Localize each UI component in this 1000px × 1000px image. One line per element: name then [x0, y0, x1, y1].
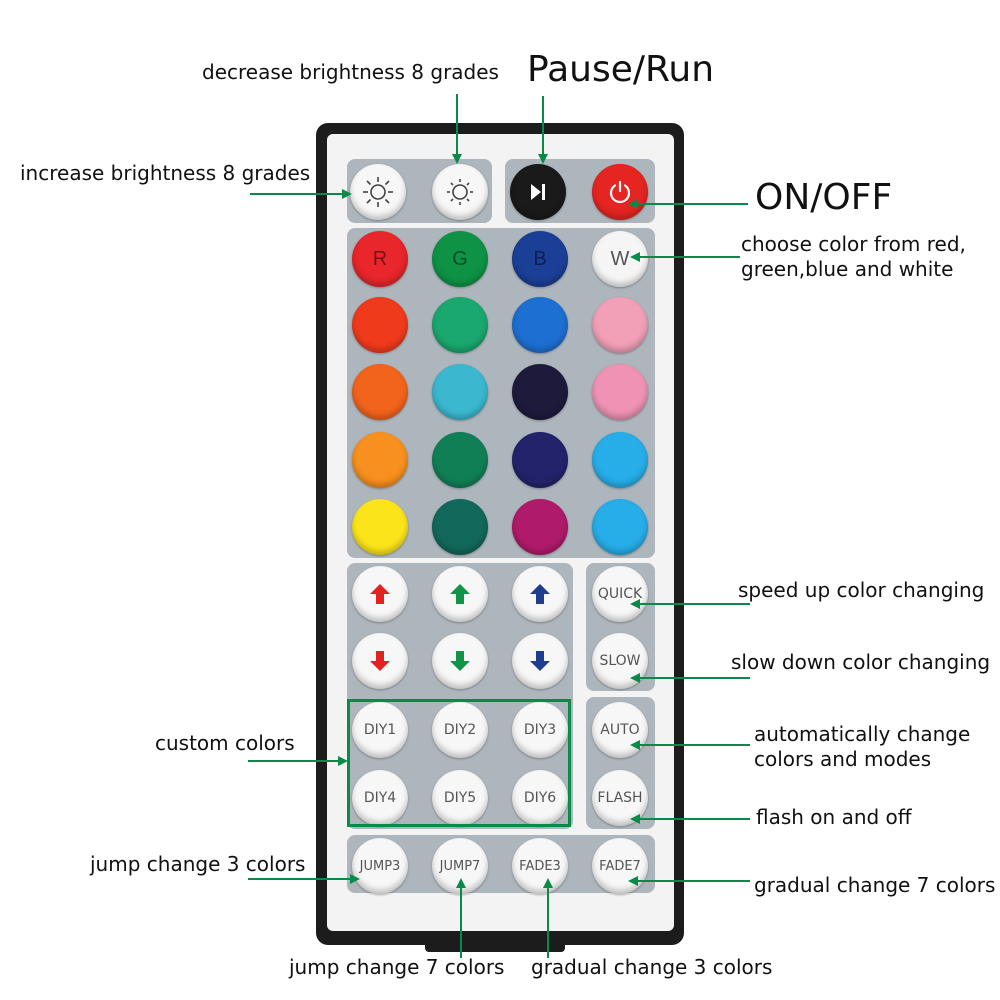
- diy5-label: DIY5: [443, 790, 477, 806]
- pause-run-label: Pause/Run: [527, 49, 715, 90]
- color-button-r5-c4[interactable]: [592, 499, 648, 555]
- diy4-label: DIY4: [363, 790, 397, 806]
- color-button-r2-c3[interactable]: [512, 297, 568, 353]
- color-button-r5-c1[interactable]: [352, 499, 408, 555]
- jump7-label-text: jump change 7 colors: [289, 955, 505, 979]
- arrow-up-icon: [450, 584, 470, 604]
- auto-label-line2: colors and modes: [754, 747, 932, 771]
- choose-color-label-line2: green,blue and white: [741, 257, 954, 281]
- increase-brightness-button[interactable]: [350, 164, 406, 220]
- auto-label: AUTO: [600, 722, 640, 738]
- color-button-r4-c4[interactable]: [592, 432, 648, 488]
- arrow-up-icon: [370, 584, 390, 604]
- slow-button[interactable]: SLOW: [592, 633, 648, 689]
- choose-color-label-line1: choose color from red,: [741, 232, 966, 256]
- color-button-r4-c3[interactable]: [512, 432, 568, 488]
- diy3-button[interactable]: DIY3: [512, 702, 568, 758]
- red-label: R: [372, 247, 388, 270]
- arrow-up-icon: [530, 584, 550, 604]
- arrow-down-icon: [530, 651, 550, 671]
- auto-label-line1: automatically change: [754, 722, 971, 746]
- jump7-button[interactable]: JUMP7: [432, 838, 488, 894]
- blue-label: B: [533, 247, 547, 270]
- fade3-label-text: gradual change 3 colors: [531, 955, 773, 979]
- color-button-r3-c4[interactable]: [592, 364, 648, 420]
- arrow-down-icon: [370, 651, 390, 671]
- color-button-r2-c2[interactable]: [432, 297, 488, 353]
- quick-button[interactable]: QUICK: [592, 566, 648, 622]
- pause-run-button[interactable]: [510, 164, 566, 220]
- diy5-button[interactable]: DIY5: [432, 770, 488, 826]
- fade7-button[interactable]: FADE7: [592, 838, 648, 894]
- custom-colors-label: custom colors: [155, 731, 295, 755]
- fade7-label-text: gradual change 7 colors: [754, 873, 996, 897]
- speed-up-label: speed up color changing: [738, 578, 985, 602]
- blue-down-button[interactable]: [512, 633, 568, 689]
- green-up-button[interactable]: [432, 566, 488, 622]
- color-button-r3-c3[interactable]: [512, 364, 568, 420]
- blue-up-button[interactable]: [512, 566, 568, 622]
- quick-label: QUICK: [597, 586, 643, 602]
- on-off-label: ON/OFF: [755, 177, 893, 218]
- jump3-label: JUMP3: [359, 858, 401, 874]
- play-pause-icon: [531, 184, 545, 200]
- diy1-label: DIY1: [363, 722, 397, 738]
- fade3-button[interactable]: FADE3: [512, 838, 568, 894]
- red-button[interactable]: R: [352, 231, 408, 287]
- diy3-label: DIY3: [523, 722, 557, 738]
- diy1-button[interactable]: DIY1: [352, 702, 408, 758]
- diy4-button[interactable]: DIY4: [352, 770, 408, 826]
- sun-down-icon: [447, 179, 473, 205]
- red-up-button[interactable]: [352, 566, 408, 622]
- color-button-r2-c4[interactable]: [592, 297, 648, 353]
- blue-button[interactable]: B: [512, 231, 568, 287]
- jump7-label: JUMP7: [439, 858, 481, 874]
- color-button-r5-c3[interactable]: [512, 499, 568, 555]
- power-button[interactable]: [592, 164, 648, 220]
- increase-brightness-label: increase brightness 8 grades: [20, 161, 311, 185]
- color-button-r3-c2[interactable]: [432, 364, 488, 420]
- decrease-brightness-button[interactable]: [432, 164, 488, 220]
- flash-label-text: flash on and off: [756, 805, 912, 829]
- fade3-label: FADE3: [519, 858, 561, 874]
- arrow-down-icon: [450, 651, 470, 671]
- diy2-button[interactable]: DIY2: [432, 702, 488, 758]
- slow-down-label: slow down color changing: [731, 650, 991, 674]
- white-button[interactable]: W: [592, 231, 648, 287]
- jump3-label-text: jump change 3 colors: [90, 852, 306, 876]
- white-label: W: [610, 247, 630, 270]
- green-down-button[interactable]: [432, 633, 488, 689]
- decrease-brightness-label: decrease brightness 8 grades: [202, 60, 499, 84]
- color-button-r4-c2[interactable]: [432, 432, 488, 488]
- color-button-r5-c2[interactable]: [432, 499, 488, 555]
- red-down-button[interactable]: [352, 633, 408, 689]
- flash-label: FLASH: [597, 790, 643, 806]
- remote-bottom-stub: [425, 938, 565, 952]
- green-label: G: [452, 247, 468, 270]
- slow-label: SLOW: [599, 653, 641, 669]
- diy6-label: DIY6: [523, 790, 557, 806]
- fade7-label: FADE7: [599, 858, 641, 874]
- diy6-button[interactable]: DIY6: [512, 770, 568, 826]
- green-button[interactable]: G: [432, 231, 488, 287]
- power-icon: [609, 180, 631, 204]
- color-button-r4-c1[interactable]: [352, 432, 408, 488]
- sun-up-icon: [363, 177, 393, 207]
- flash-button[interactable]: FLASH: [592, 770, 648, 826]
- color-button-r2-c1[interactable]: [352, 297, 408, 353]
- diy2-label: DIY2: [443, 722, 477, 738]
- jump3-button[interactable]: JUMP3: [352, 838, 408, 894]
- color-button-r3-c1[interactable]: [352, 364, 408, 420]
- auto-button[interactable]: AUTO: [592, 702, 648, 758]
